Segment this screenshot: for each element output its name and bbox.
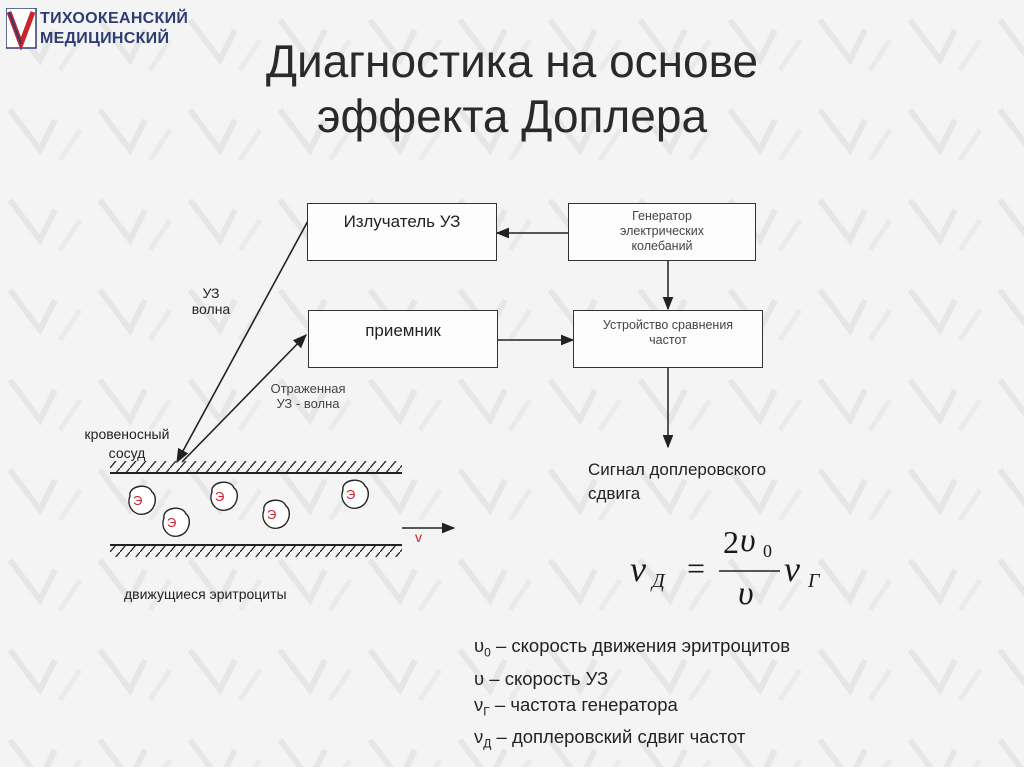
slide-title-line2: эффекта Доплера <box>316 90 708 142</box>
generator-label-line2: электрических <box>619 224 705 238</box>
receiver-block: приемник <box>308 310 498 368</box>
us-wave-label-line2: волна <box>191 301 231 317</box>
vessel-wall-top-hatch <box>110 461 402 472</box>
formula-rhs-sub: Г <box>808 570 820 592</box>
university-logo: ТИХООКЕАНСКИЙ МЕДИЦИНСКИЙ <box>6 8 188 50</box>
legend-symbol-sub: Д <box>483 737 492 752</box>
rbc-label: Э <box>133 493 142 508</box>
vessel-label: кровеносный сосуд <box>66 425 188 463</box>
emitter-block: Излучатель УЗ <box>307 203 497 261</box>
legend-text: – частота генератора <box>489 693 678 715</box>
slide-title-line1: Диагностика на основе <box>265 35 759 87</box>
logo-text-line2: МЕДИЦИНСКИЙ <box>40 30 170 47</box>
rbc-label: Э <box>215 489 224 504</box>
vessel-label-line2: сосуд <box>108 445 146 461</box>
legend-symbol: υ <box>474 635 485 656</box>
generator-label-line3: колебаний <box>631 239 693 253</box>
comparator-label-line1: Устройство сравнения <box>602 318 734 332</box>
reflected-wave-label-line2: УЗ - волна <box>276 396 340 411</box>
legend-text: – скорость УЗ <box>484 667 609 689</box>
formula-equals: = <box>687 550 706 586</box>
rbc-label: Э <box>346 487 355 502</box>
velocity-label: v <box>415 529 422 545</box>
arrow-us-wave <box>176 218 310 464</box>
formula-lhs: ν <box>630 549 646 589</box>
formula-num-var: υ <box>740 522 756 559</box>
rbc-caption: движущиеся эритроциты <box>124 586 287 602</box>
vessel-label-line1: кровеносный <box>84 426 170 442</box>
arrow-reflected-wave <box>181 333 308 463</box>
formula-legend: υ0 – скорость движения эритроцитов υ – с… <box>474 633 790 757</box>
legend-symbol: υ <box>474 667 485 689</box>
red-blood-cell: Э <box>128 485 156 515</box>
signal-label-line1: Сигнал доплеровского <box>588 460 767 479</box>
generator-block: Генератор электрических колебаний <box>568 203 756 261</box>
comparator-block: Устройство сравнения частот <box>573 310 763 368</box>
legend-symbol-sub: Г <box>483 704 490 719</box>
logo-mark-icon <box>6 8 37 50</box>
red-blood-cell: Э <box>341 479 369 509</box>
red-blood-cell: Э <box>262 499 290 529</box>
legend-row: υ0 – скорость движения эритроцитов <box>474 633 790 666</box>
formula-num-coef: 2 <box>723 524 739 560</box>
comparator-label-line2: частот <box>649 333 687 347</box>
legend-row: νГ – частота генератора <box>474 692 790 725</box>
legend-symbol-sub: 0 <box>484 645 491 660</box>
signal-label-line2: сдвига <box>588 484 641 503</box>
red-blood-cell: Э <box>162 507 190 537</box>
generator-label-line1: Генератор <box>632 209 692 223</box>
legend-symbol: ν <box>474 693 484 715</box>
reflected-wave-label-line1: Отраженная <box>270 381 346 396</box>
legend-text: – доплеровский сдвиг частот <box>491 726 746 748</box>
rbc-label: Э <box>167 515 176 530</box>
formula-num-sub: 0 <box>763 541 772 561</box>
rbc-label: Э <box>267 507 276 522</box>
legend-row: υ – скорость УЗ <box>474 666 790 692</box>
formula-lhs-sub: Д <box>652 570 665 592</box>
us-wave-label-line1: УЗ <box>202 285 220 301</box>
legend-row: νД – доплеровский сдвиг частот <box>474 724 790 757</box>
legend-text: – скорость движения эритроцитов <box>490 635 791 656</box>
signal-label: Сигнал доплеровского сдвига <box>588 458 766 506</box>
red-blood-cell: Э <box>210 481 238 511</box>
logo-text-line1: ТИХООКЕАНСКИЙ <box>40 10 189 27</box>
us-wave-label: УЗ волна <box>186 285 236 317</box>
receiver-label: приемник <box>365 321 441 340</box>
legend-symbol: ν <box>474 726 484 748</box>
emitter-label: Излучатель УЗ <box>343 212 461 231</box>
vessel-wall-bottom-hatch <box>110 546 402 557</box>
reflected-wave-label: Отраженная УЗ - волна <box>260 381 356 411</box>
formula-den: υ <box>738 575 754 612</box>
slide-title: Диагностика на основе эффекта Доплера <box>0 34 1024 144</box>
formula-rhs: ν <box>784 549 800 589</box>
